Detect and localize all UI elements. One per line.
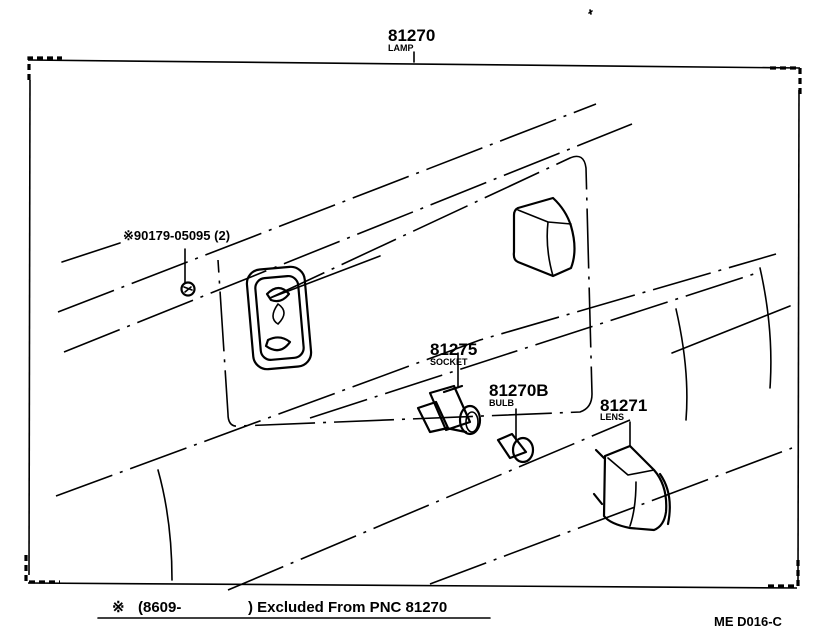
footnote: ※ (8609- ) Excluded From PNC 81270 — [97, 599, 491, 619]
body-panel-lines — [57, 103, 633, 353]
screw-part — [180, 248, 196, 297]
socket-part-number: 81275 — [430, 340, 477, 359]
footnote-symbol: ※ — [112, 599, 125, 616]
reflector-block — [512, 196, 576, 278]
lamp-part-name: LAMP — [388, 43, 414, 53]
license-plate-recess — [217, 155, 593, 428]
lens-part-name: LENS — [600, 412, 624, 422]
socket-part — [416, 352, 482, 436]
lower-body-lines — [55, 253, 793, 591]
bulb-part-name: BULB — [489, 398, 514, 408]
footnote-date-range: (8609- — [138, 599, 181, 616]
screw-part-number: ※90179-05095 (2) — [123, 228, 230, 243]
stray-mark — [588, 9, 593, 15]
socket-part-name: SOCKET — [430, 357, 468, 367]
lens-part — [592, 421, 671, 532]
lens-part-number: 81271 — [600, 396, 647, 415]
lamp-housing-opening — [245, 265, 313, 371]
bulb-part — [496, 408, 535, 464]
bulb-part-number: 81270B — [489, 381, 549, 400]
lamp-assembly-frame — [24, 56, 802, 589]
footnote-text: ) Excluded From PNC 81270 — [248, 599, 447, 616]
lamp-part-number: 81270 — [388, 26, 435, 45]
drawing-code: ME D016-C — [714, 614, 783, 629]
